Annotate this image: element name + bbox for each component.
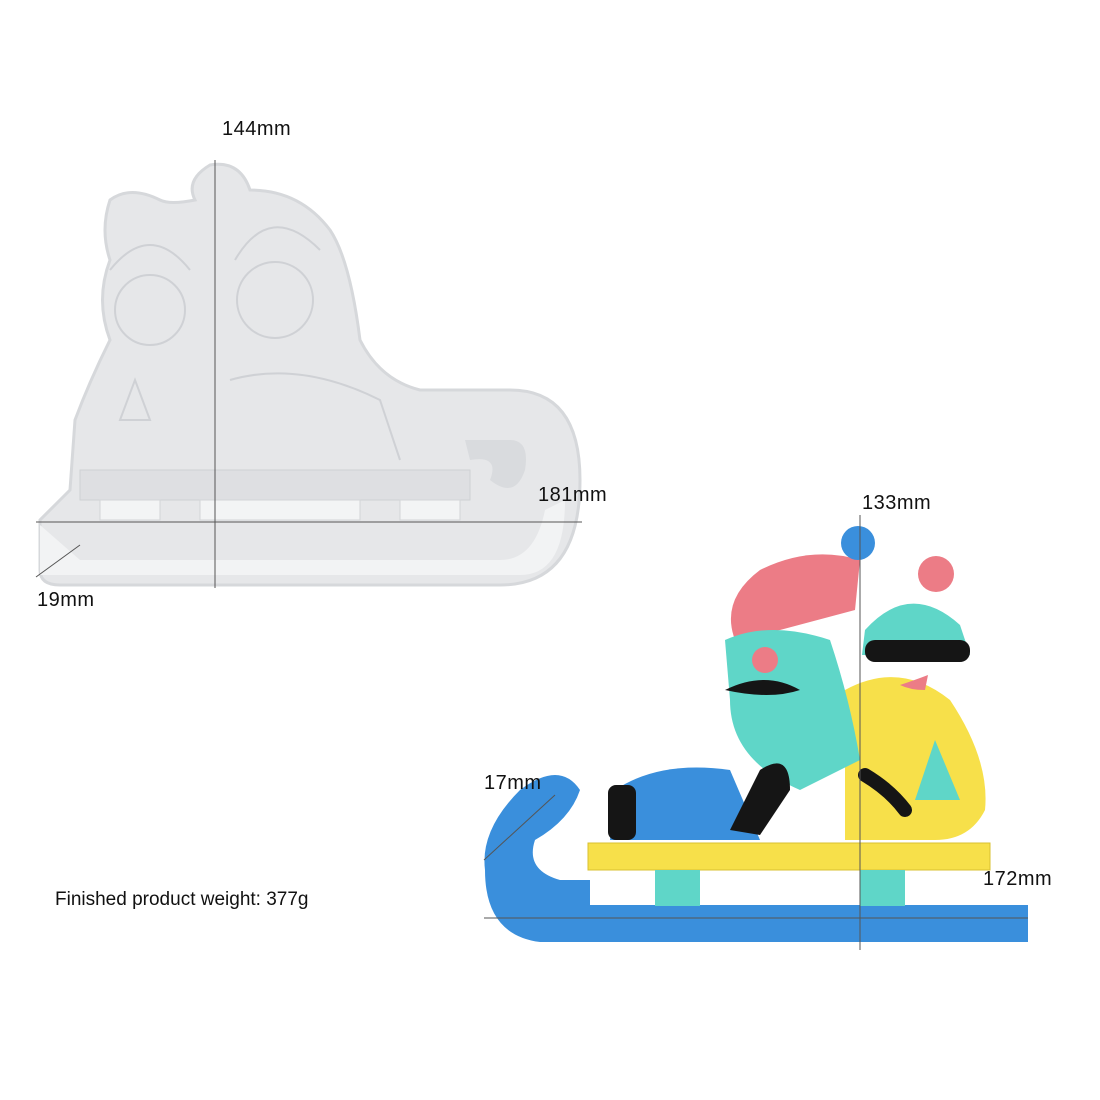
product-width-label: 172mm: [983, 868, 1053, 890]
mold-depth-label: 19mm: [37, 589, 95, 611]
weight-note: Finished product weight: 377g: [55, 889, 309, 910]
mold-dimension-lines: [35, 160, 582, 588]
finished-sled-product: [484, 526, 1028, 942]
mold-height-label: 144mm: [222, 118, 292, 140]
silicone-mold: [38, 162, 582, 587]
product-depth-label: 17mm: [484, 772, 542, 794]
product-height-label: 133mm: [862, 492, 932, 514]
mold-width-label: 181mm: [538, 484, 608, 506]
product-dimension-lines: [483, 515, 1028, 950]
